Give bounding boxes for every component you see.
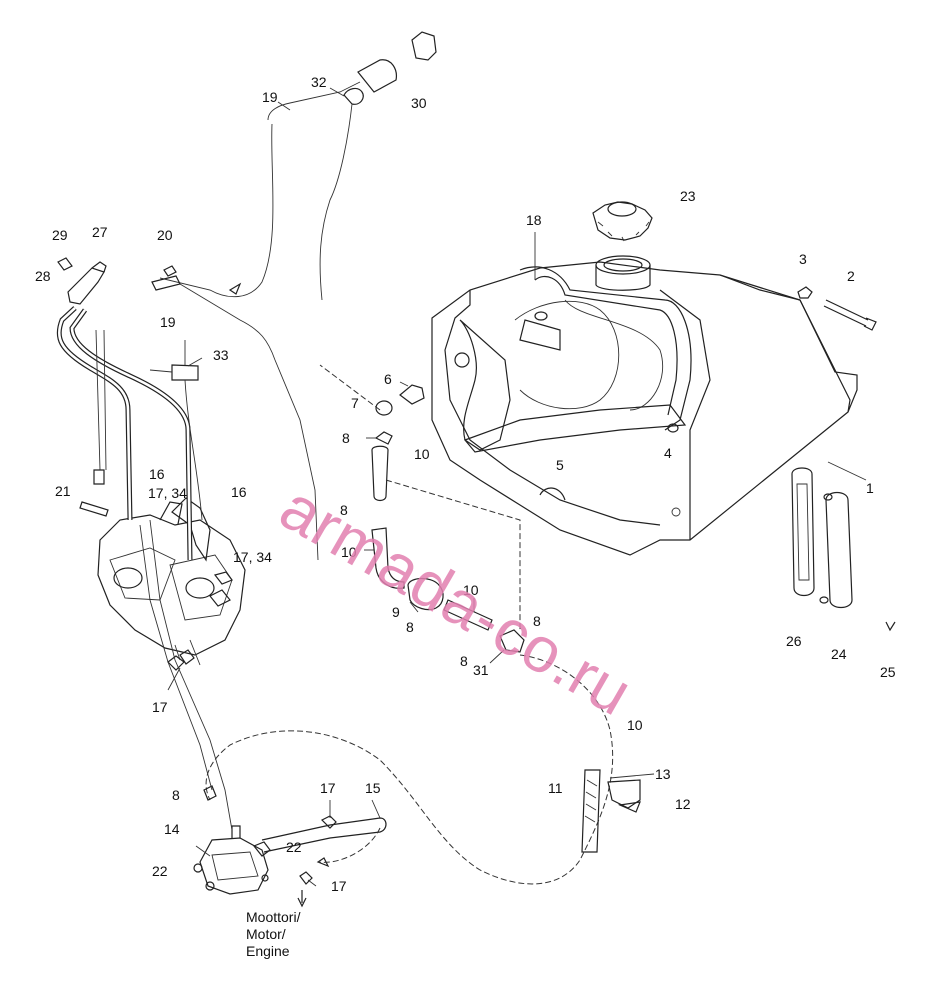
callout-8c: 8 [406,619,414,635]
callout-21: 21 [55,483,71,499]
callout-23: 23 [680,188,696,204]
callout-18: 18 [526,212,542,228]
vent-hoses [149,31,437,561]
tank-fittings [374,384,425,445]
fuel-hose-filter [319,364,525,653]
engine-label-sv: Motor/ [246,926,286,942]
callout-11: 11 [548,780,563,796]
callout-4: 4 [664,445,672,461]
callout-14: 14 [164,821,180,837]
callout-13: 13 [655,766,671,782]
tank-bolt [797,286,877,331]
callout-8e: 8 [460,653,468,669]
callout-32: 32 [311,74,327,90]
callout-22b: 22 [152,863,168,879]
callout-20: 20 [157,227,173,243]
fuel-pump [193,785,387,908]
tank-cap [592,201,653,242]
callout-25: 25 [880,664,896,680]
callout-29: 29 [52,227,68,243]
callout-8b: 8 [340,502,348,518]
choke-parts [57,257,107,485]
callout-10b: 10 [341,544,357,560]
callout-22a: 22 [286,839,302,855]
tank-strap [791,467,896,632]
fuel-line [205,654,641,885]
fuel-tank [431,255,858,556]
callout-12: 12 [675,796,691,812]
callout-1: 1 [866,480,874,496]
callout-7: 7 [351,395,359,411]
clamps [139,519,233,831]
callout-16b: 16 [231,484,247,500]
engine-label-en: Engine [246,943,290,959]
engine-label: Moottori/ Motor/ Engine [246,909,300,960]
callout-26: 26 [786,633,802,649]
callout-10d: 10 [627,717,643,733]
callout-5: 5 [556,457,564,473]
callout-16a: 16 [149,466,165,482]
callout-27: 27 [92,224,108,240]
control-cables [56,306,193,561]
callout-10c: 10 [463,582,479,598]
callout-2: 2 [847,268,855,284]
callout-15: 15 [365,780,381,796]
callout-30: 30 [411,95,427,111]
callout-19a: 19 [262,89,278,105]
callout-28: 28 [35,268,51,284]
callout-31: 31 [473,662,489,678]
callout-24: 24 [831,646,847,662]
callout-8f: 8 [172,787,180,803]
callout-19b: 19 [160,314,176,330]
callout-3: 3 [799,251,807,267]
callout-8d: 8 [533,613,541,629]
carburetor [79,497,246,666]
callout-10a: 10 [414,446,430,462]
callout-17b: 17 [320,780,336,796]
callout-17c: 17 [331,878,347,894]
leader-lines [167,87,867,887]
callout-17-34a: 17, 34 [148,485,187,501]
callout-17-34b: 17, 34 [233,549,272,565]
callout-33: 33 [213,347,229,363]
callout-9: 9 [392,604,400,620]
engine-label-fi: Moottori/ [246,909,301,925]
callout-8a: 8 [342,430,350,446]
callout-17a: 17 [152,699,168,715]
callout-6: 6 [384,371,392,387]
